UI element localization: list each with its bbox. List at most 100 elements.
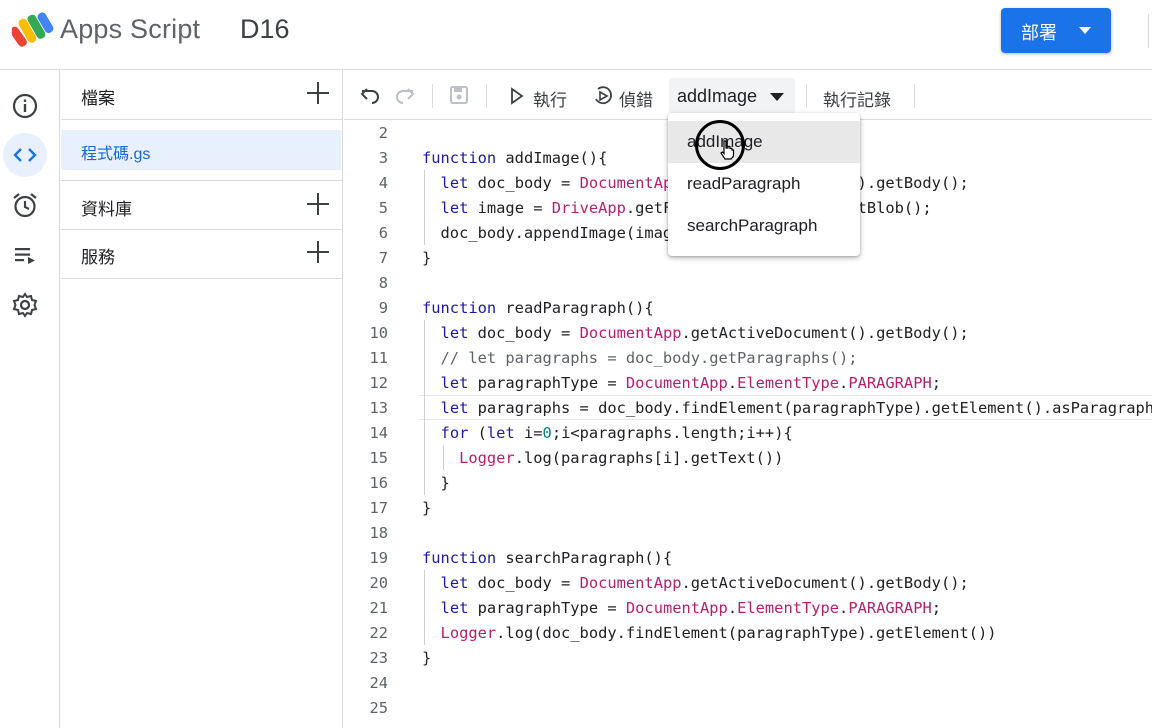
- code-text: let paragraphs = doc_body.findElement(pa…: [440, 399, 1152, 417]
- app-name: Apps Script: [60, 14, 201, 44]
- info-icon: [12, 93, 38, 119]
- code-line[interactable]: 13 let paragraphs = doc_body.findElement…: [344, 396, 1152, 421]
- code-line[interactable]: 16 }: [344, 471, 1152, 496]
- toolbar-divider: [486, 84, 487, 108]
- files-section-title: 檔案: [81, 89, 115, 108]
- line-number: 8: [378, 274, 388, 292]
- caret-down-icon: [770, 93, 784, 101]
- apps-script-logo: [12, 12, 54, 47]
- code-line[interactable]: 15 Logger.log(paragraphs[i].getText()): [344, 446, 1152, 471]
- divider: [1148, 14, 1149, 48]
- code-line[interactable]: 22 Logger.log(doc_body.findElement(parag…: [344, 621, 1152, 646]
- code-text: }: [422, 249, 432, 267]
- code-text: let doc_body = DocumentApp.getActiveDocu…: [440, 324, 969, 342]
- code-line[interactable]: 25: [344, 696, 1152, 721]
- click-indicator: [695, 120, 745, 170]
- code-text: function addImage(){: [422, 149, 608, 167]
- code-line[interactable]: 8: [344, 271, 1152, 296]
- code-text: Logger.log(paragraphs[i].getText()): [459, 449, 784, 467]
- gear-icon: [12, 292, 38, 318]
- code-text: }: [422, 649, 432, 667]
- code-text: }: [422, 499, 432, 517]
- function-select-value: addImage: [677, 86, 758, 106]
- code-line[interactable]: 17}: [344, 496, 1152, 521]
- code-text: function readParagraph(){: [422, 299, 654, 317]
- code-line[interactable]: 20 let doc_body = DocumentApp.getActiveD…: [344, 571, 1152, 596]
- add-service-plus-icon[interactable]: [307, 241, 329, 263]
- code-text: Logger.log(doc_body.findElement(paragrap…: [440, 624, 997, 642]
- code-line[interactable]: 6 doc_body.appendImage(image);: [344, 221, 1152, 246]
- code-text: let paragraphType = DocumentApp.ElementT…: [440, 374, 942, 392]
- line-number: 23: [369, 649, 388, 667]
- current-line-highlight: [418, 395, 1152, 420]
- editor-toolbar: 執行 偵錯 addImage 執行記錄: [344, 70, 1152, 120]
- code-text: // let paragraphs = doc_body.getParagrap…: [422, 349, 858, 367]
- code-line[interactable]: 18: [344, 521, 1152, 546]
- file-item-code-gs[interactable]: 程式碼.gs: [61, 130, 341, 170]
- code-text: }: [422, 474, 450, 492]
- code-line[interactable]: 12 let paragraphType = DocumentApp.Eleme…: [344, 371, 1152, 396]
- line-number: 20: [369, 574, 388, 592]
- line-number: 2: [378, 124, 388, 142]
- dropdown-option-readparagraph[interactable]: readParagraph: [668, 163, 860, 205]
- code-text: function searchParagraph(){: [422, 549, 673, 567]
- services-section-header: 服務: [61, 229, 343, 279]
- code-line[interactable]: 14 for (let i=0;i<paragraphs.length;i++)…: [344, 421, 1152, 446]
- code-line[interactable]: 24: [344, 671, 1152, 696]
- play-icon: [511, 87, 524, 105]
- deploy-button[interactable]: 部署: [1001, 8, 1111, 53]
- execution-log-button[interactable]: 執行記錄: [823, 91, 891, 110]
- top-bar: Apps Script D16 部署: [0, 0, 1152, 70]
- debug-icon: [595, 86, 612, 105]
- code-line[interactable]: 7}: [344, 246, 1152, 271]
- line-number: 10: [369, 324, 388, 342]
- debug-button[interactable]: 偵錯: [593, 78, 659, 114]
- code-line[interactable]: 10 let doc_body = DocumentApp.getActiveD…: [344, 321, 1152, 346]
- code-line[interactable]: 11 // let paragraphs = doc_body.getParag…: [344, 346, 1152, 371]
- indent-guide: [424, 570, 425, 645]
- triggers-button[interactable]: [3, 183, 47, 227]
- indent-guide: [424, 170, 425, 245]
- code-text: for (let i=0;i<paragraphs.length;i++){: [440, 424, 793, 442]
- left-rail: [0, 70, 60, 728]
- add-library-plus-icon[interactable]: [307, 193, 329, 215]
- project-title[interactable]: D16: [240, 14, 290, 44]
- line-number: 11: [369, 349, 388, 367]
- toolbar-divider: [806, 84, 807, 108]
- libraries-section-header: 資料庫: [61, 180, 343, 230]
- toolbar-divider: [432, 84, 433, 108]
- code-line[interactable]: 21 let paragraphType = DocumentApp.Eleme…: [344, 596, 1152, 621]
- redo-icon[interactable]: [393, 83, 417, 107]
- caret-down-icon[interactable]: [1079, 27, 1091, 34]
- run-button[interactable]: 執行: [509, 78, 575, 114]
- line-number: 7: [378, 249, 388, 267]
- services-section-title: 服務: [81, 248, 115, 267]
- line-number: 22: [369, 624, 388, 642]
- files-section-header: 檔案: [61, 70, 343, 120]
- undo-icon[interactable]: [358, 83, 382, 107]
- overview-button[interactable]: [3, 84, 47, 128]
- add-file-plus-icon[interactable]: [307, 82, 329, 104]
- settings-button[interactable]: [3, 283, 47, 327]
- dropdown-option-searchparagraph[interactable]: searchParagraph: [668, 205, 860, 247]
- files-panel: 檔案 程式碼.gs 資料庫 服務: [61, 70, 343, 728]
- hand-cursor-icon: [720, 140, 735, 160]
- code-line[interactable]: 23}: [344, 646, 1152, 671]
- toolbar-divider: [914, 84, 915, 108]
- line-number: 15: [369, 449, 388, 467]
- deploy-label: 部署: [1021, 23, 1057, 43]
- save-icon[interactable]: [447, 83, 471, 107]
- code-line[interactable]: 2: [344, 121, 1152, 146]
- code-text: let paragraphType = DocumentApp.ElementT…: [440, 599, 942, 617]
- function-select[interactable]: addImage: [669, 78, 795, 114]
- dropdown-option-label: readParagraph: [687, 174, 801, 193]
- executions-button[interactable]: [3, 233, 47, 277]
- line-number: 13: [369, 399, 388, 417]
- editor-button[interactable]: [3, 133, 47, 177]
- line-number: 5: [378, 199, 388, 217]
